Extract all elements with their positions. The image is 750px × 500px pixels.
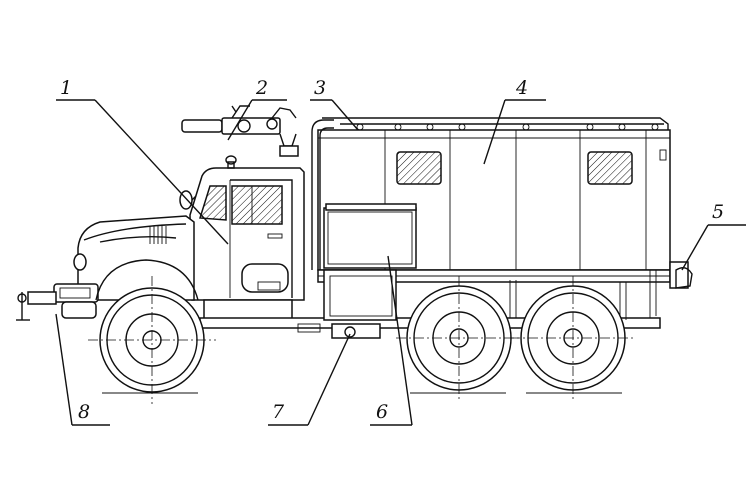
callout-3: 3 bbox=[314, 77, 326, 99]
body-box bbox=[317, 117, 693, 320]
leader-lines bbox=[55, 99, 746, 426]
callout-4: 4 bbox=[515, 77, 528, 99]
middle-wheel bbox=[396, 276, 522, 402]
winch bbox=[16, 291, 97, 321]
hood bbox=[53, 215, 199, 303]
callout-7: 7 bbox=[272, 401, 285, 423]
callout-8: 8 bbox=[78, 401, 90, 423]
front-wheel bbox=[88, 276, 216, 404]
callout-2: 2 bbox=[255, 77, 268, 99]
water-monitor bbox=[181, 105, 334, 270]
callout-5: 5 bbox=[712, 201, 724, 223]
callout-1: 1 bbox=[60, 77, 72, 99]
cab bbox=[179, 155, 305, 325]
rear-wheel bbox=[510, 276, 636, 402]
callout-6: 6 bbox=[376, 401, 388, 423]
